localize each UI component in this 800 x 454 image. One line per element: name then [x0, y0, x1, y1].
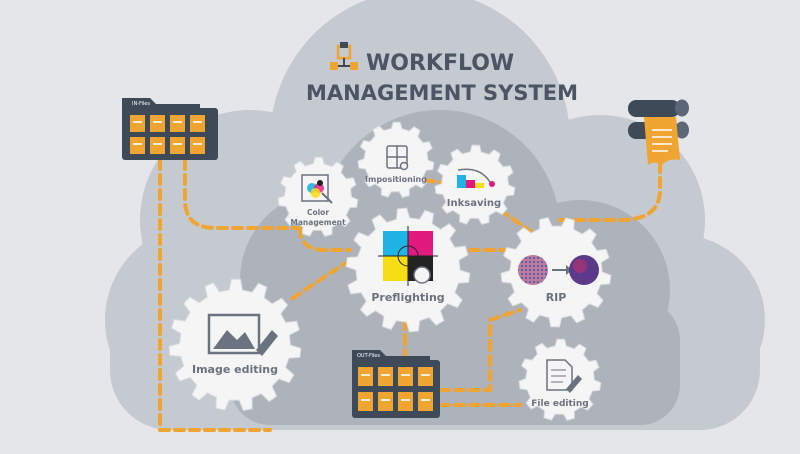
- connector-lines: [158, 143, 662, 432]
- connector-rip-to-printer: [558, 158, 662, 222]
- gear-file-editing[interactable]: [518, 338, 602, 421]
- image-editing-icon: [207, 313, 278, 356]
- gear-rip[interactable]: [500, 217, 612, 328]
- title-line-1: WORKFLOW: [366, 51, 514, 76]
- image-editing-label: Image editing: [192, 363, 278, 376]
- title-line-2: MANAGEMENT SYSTEM: [306, 81, 578, 105]
- connector-color-to-preflight: [298, 226, 352, 252]
- color-management-label-line-2: Management: [290, 218, 346, 227]
- in-files-documents: [130, 115, 205, 154]
- inksaving-label: Inksaving: [447, 198, 501, 209]
- out-files-folder[interactable]: OUT-Files: [352, 350, 440, 418]
- connector-preflight-to-image: [288, 258, 352, 302]
- preflighting-cmyk-icon: [378, 226, 438, 286]
- file-editing-label: File editing: [531, 399, 588, 409]
- gear-impositioning[interactable]: [357, 121, 435, 198]
- rip-halftone-icon: [518, 255, 599, 285]
- out-files-label: OUT-Files: [357, 353, 380, 359]
- connector-out-to-rip: [438, 308, 522, 392]
- gears-layer: [168, 121, 612, 421]
- preflighting-label: Preflighting: [371, 291, 444, 304]
- in-files-folder[interactable]: IN-Files: [122, 98, 218, 160]
- connector-in-files-to-color: [183, 143, 302, 230]
- color-management-label-line-1: Color: [307, 208, 329, 217]
- impositioning-label: Impositioning: [365, 175, 427, 184]
- in-files-label: IN-Files: [132, 101, 150, 107]
- connector-in-files-down: [158, 143, 272, 432]
- out-files-documents: [358, 367, 433, 411]
- color-management-icon: [301, 174, 333, 204]
- rip-label: RIP: [546, 291, 567, 304]
- title-block: WORKFLOW MANAGEMENT SYSTEM: [306, 42, 578, 105]
- impositioning-icon: [386, 145, 409, 171]
- printer-press-icon[interactable]: [628, 99, 689, 166]
- inksaving-icon: [457, 168, 495, 188]
- file-editing-icon: [546, 359, 582, 393]
- workflow-logo-icon: [330, 42, 358, 70]
- gear-labels: Impositioning Inksaving Color Management…: [192, 175, 589, 409]
